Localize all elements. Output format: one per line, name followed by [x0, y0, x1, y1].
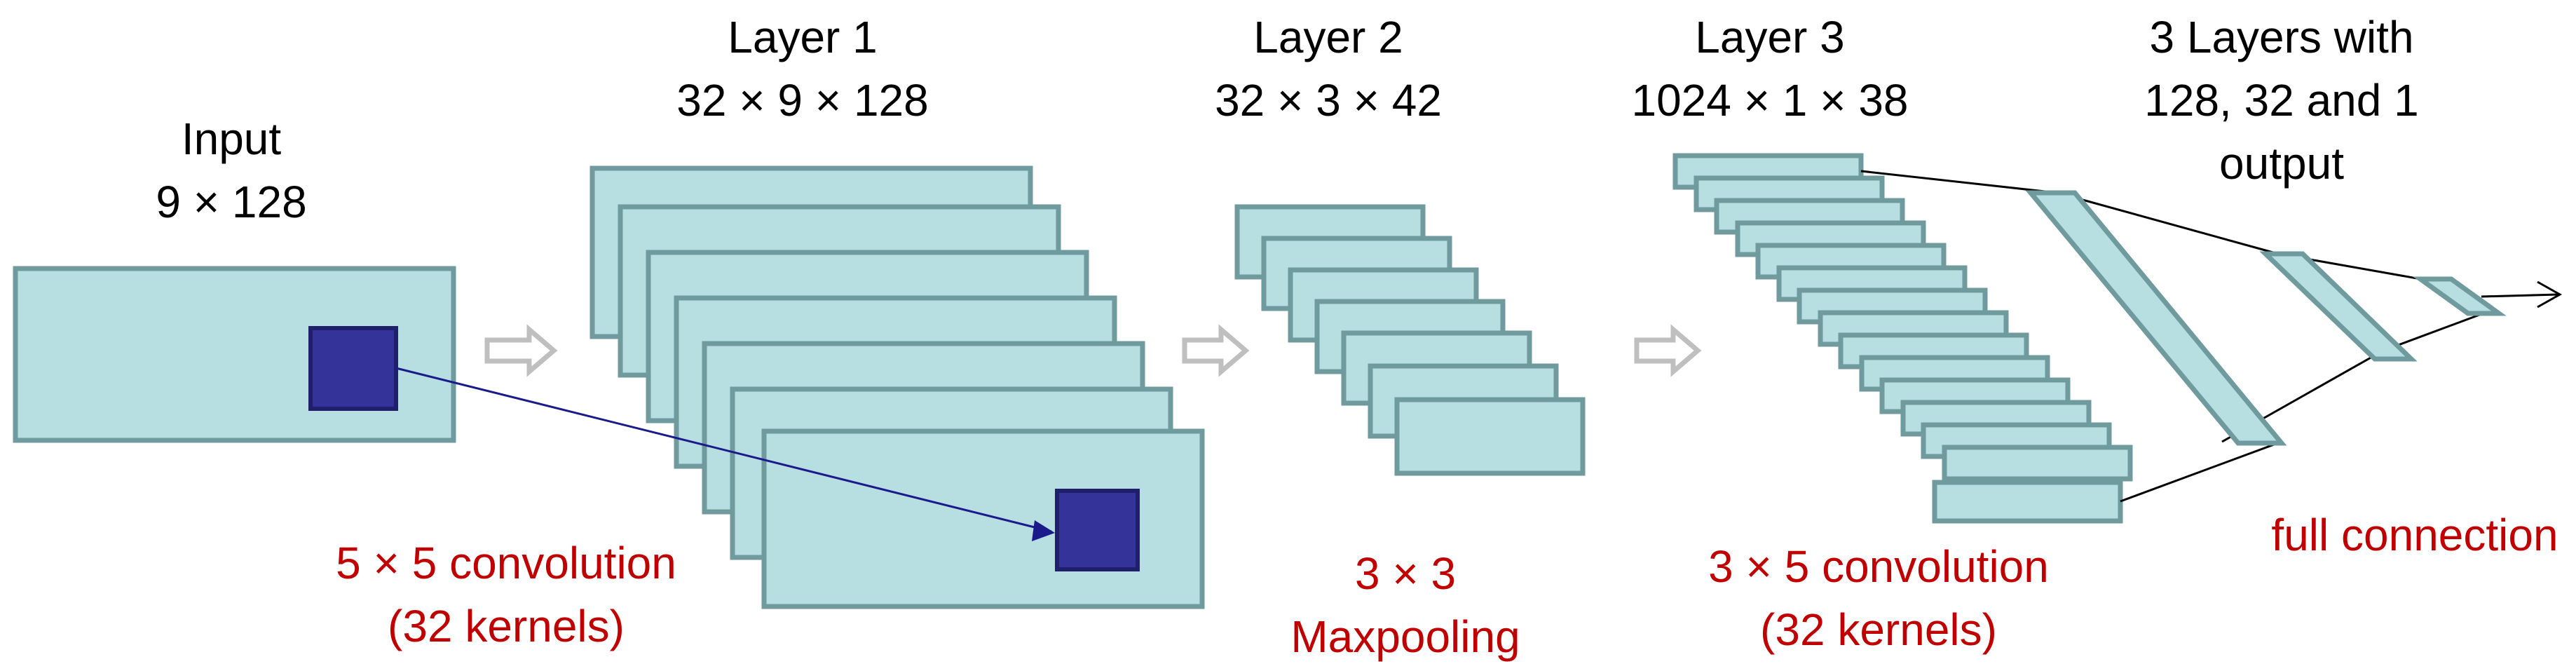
flow-arrow-2: [1182, 324, 1250, 377]
fc-label: full connection: [2271, 510, 2558, 560]
conv1-label-line1: 5 × 5 convolution: [336, 538, 676, 588]
layer1-output-unit: [1055, 489, 1140, 571]
convolution-link-line: [395, 367, 1052, 533]
fc-layer-1: [2413, 276, 2507, 316]
flow-arrow-1: [484, 324, 558, 377]
fc-layer-32: [2259, 251, 2418, 362]
layer1-shape: 32 × 9 × 128: [676, 75, 928, 126]
input-kernel-patch: [308, 326, 398, 411]
conv2-label-line1: 3 × 5 convolution: [1708, 541, 2049, 592]
layer3-title: Layer 3: [1695, 12, 1844, 62]
output-arrow-line: [2481, 293, 2559, 298]
layer3-map-front: [1932, 480, 2123, 524]
layer2-shape: 32 × 3 × 42: [1215, 75, 1442, 126]
layer3-shape: 1024 × 1 × 38: [1631, 75, 1908, 126]
input-title: Input: [182, 114, 282, 164]
fc-connection-line: [1860, 170, 2058, 194]
fc-connection-line: [2057, 191, 2279, 255]
fc-title-line1: 3 Layers with: [2149, 12, 2413, 62]
fc-title-line3: output: [2219, 138, 2344, 189]
input-shape: 9 × 128: [156, 177, 306, 227]
conv2-label-line2: (32 kernels): [1760, 604, 1997, 655]
pool-label-line1: 3 × 3: [1355, 548, 1456, 599]
layer2-feature-maps: [1234, 204, 1586, 476]
convolution-link-arrowhead: [1032, 520, 1055, 541]
layer2-title: Layer 2: [1253, 12, 1403, 62]
layer3-feature-maps: [1672, 153, 2133, 524]
fc-layer-128: [2025, 190, 2287, 446]
conv1-label-line2: (32 kernels): [388, 601, 625, 651]
layer3-map: [1942, 445, 2133, 482]
output-arrowhead: [2537, 280, 2563, 309]
fc-title-line2: 128, 32 and 1: [2144, 75, 2418, 126]
pool-label-line2: Maxpooling: [1290, 611, 1520, 662]
fc-connection-line: [2120, 440, 2282, 503]
flow-arrow-3: [1634, 324, 1702, 377]
layer2-map-front: [1394, 397, 1586, 476]
layer1-title: Layer 1: [728, 12, 877, 62]
